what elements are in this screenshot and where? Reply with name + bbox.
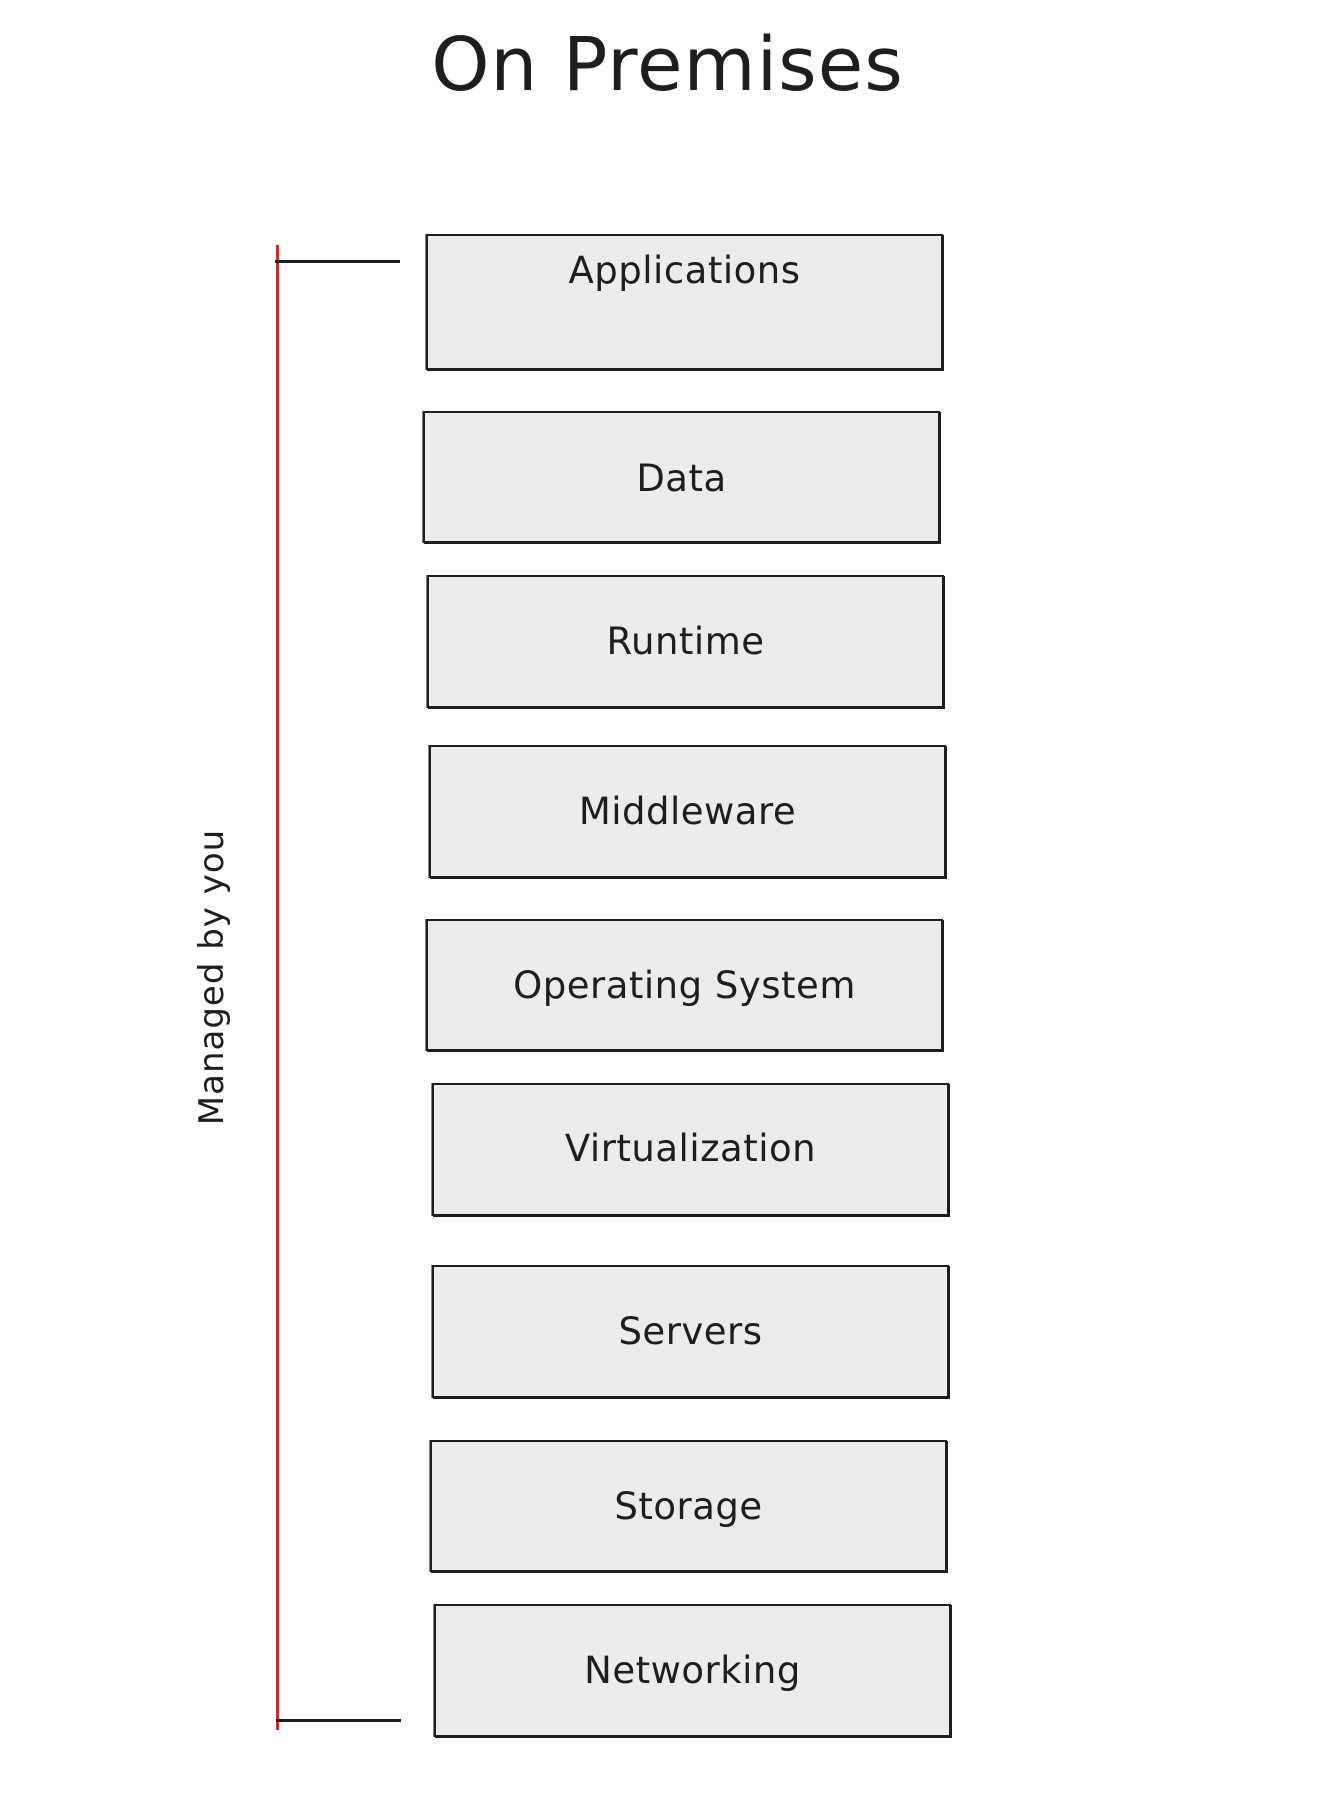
layer-data: Data <box>423 411 940 543</box>
layer-networking: Networking <box>434 1604 951 1737</box>
managed-by-label: Managed by you <box>192 828 232 1126</box>
bracket-tick-top <box>275 260 400 263</box>
layer-virtualization: Virtualization <box>432 1083 949 1216</box>
diagram-title: On Premises <box>431 22 904 108</box>
layer-label: Middleware <box>578 790 797 833</box>
layer-label: Virtualization <box>564 1127 817 1170</box>
layer-label: Networking <box>584 1649 801 1692</box>
layer-applications: Applications <box>426 234 943 370</box>
bracket-line <box>276 245 279 1730</box>
layer-storage: Storage <box>430 1440 947 1572</box>
layer-label: Servers <box>618 1310 763 1353</box>
bracket-tick-bottom <box>276 1719 401 1722</box>
layer-label: Data <box>636 457 727 500</box>
layer-servers: Servers <box>432 1265 949 1398</box>
layer-label: Applications <box>568 249 801 292</box>
layer-operating-system: Operating System <box>426 919 943 1051</box>
layer-label: Storage <box>614 1485 763 1528</box>
layer-label: Runtime <box>606 620 765 663</box>
layer-middleware: Middleware <box>429 745 946 878</box>
layer-runtime: Runtime <box>427 575 944 708</box>
layer-label: Operating System <box>513 964 856 1007</box>
